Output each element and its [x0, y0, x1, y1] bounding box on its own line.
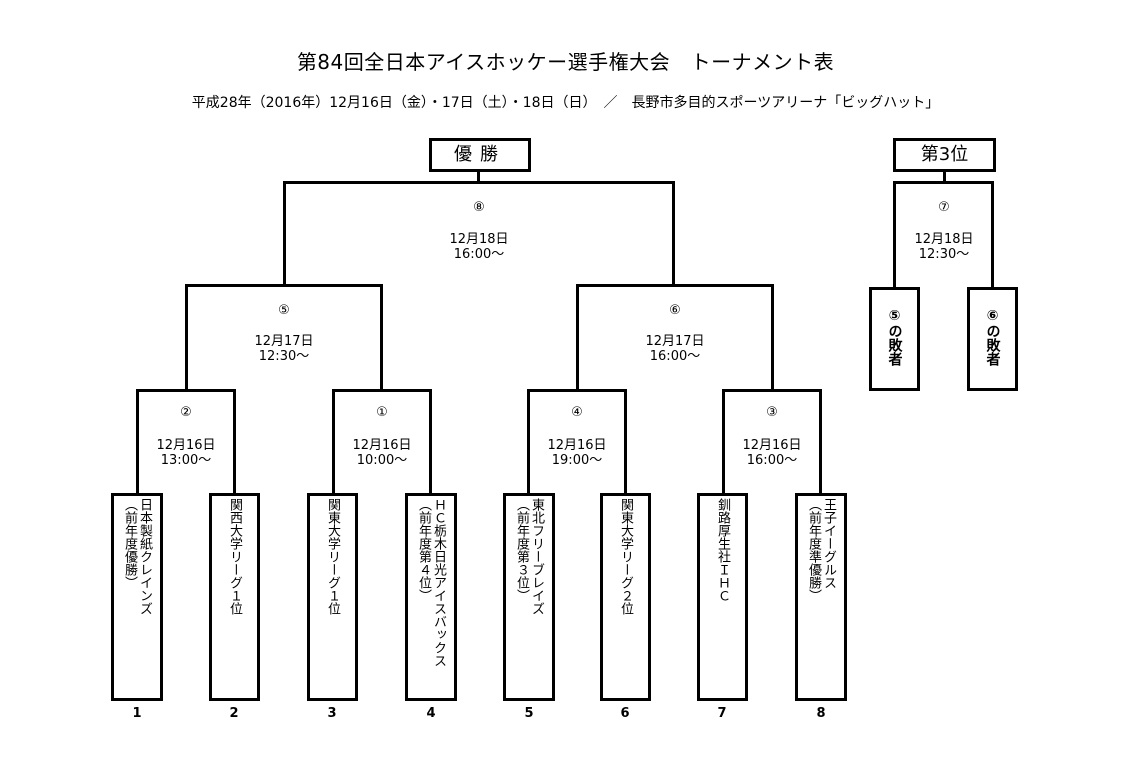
seed-number: 3 — [327, 706, 337, 721]
game-number: ② — [180, 405, 192, 420]
seed-number: 7 — [717, 706, 727, 721]
team-note: （前年度優勝） — [122, 498, 137, 589]
seed-number: 1 — [132, 706, 142, 721]
game-number: ④ — [571, 405, 583, 420]
game-date: 12月16日 — [352, 438, 412, 453]
game-date: 12月18日 — [914, 232, 974, 247]
game-time: 12:30～ — [918, 247, 970, 262]
game-time: 10:00～ — [356, 453, 408, 468]
game1-left-drop — [332, 389, 335, 493]
semi5-left-drop — [185, 284, 188, 392]
seed-number: 2 — [229, 706, 239, 721]
team-name: ＨＣ栃木日光アイスバックス — [431, 498, 446, 667]
game-time: 16:00～ — [746, 453, 798, 468]
team-box-8: 王子イーグルス （前年度準優勝） — [795, 493, 847, 701]
game1-horizontal — [332, 389, 432, 392]
game-time: 16:00～ — [453, 247, 505, 262]
page-subtitle: 平成28年（2016年）12月16日（金）・17日（土）・18日（日） ／ 長野… — [191, 95, 940, 111]
team-name: 関東大学リーグ１位 — [325, 498, 340, 615]
loser-label: ⑥の敗者 — [984, 308, 1001, 366]
team-box-5: 東北フリーブレイズ （前年度第３位） — [503, 493, 555, 701]
game-number: ① — [376, 405, 388, 420]
game-time: 16:00～ — [649, 349, 701, 364]
seed-number: 6 — [620, 706, 630, 721]
team-box-1: 日本製紙クレインズ （前年度優勝） — [111, 493, 163, 701]
team-name: 東北フリーブレイズ — [529, 498, 544, 615]
third-connector — [943, 166, 946, 184]
final-left-drop — [283, 181, 286, 287]
semi6-horizontal — [576, 284, 774, 287]
game-date: 12月18日 — [449, 232, 509, 247]
team-box-6: 関東大学リーグ２位 — [600, 493, 651, 701]
semi6-left-drop — [576, 284, 579, 392]
semi5-horizontal — [185, 284, 383, 287]
game-number: ⑥ — [669, 303, 681, 318]
seed-number: 4 — [426, 706, 436, 721]
game-date: 12月16日 — [156, 438, 216, 453]
loser-box-semi6: ⑥の敗者 — [967, 287, 1018, 391]
team-box-3: 関東大学リーグ１位 — [307, 493, 358, 701]
game-time: 13:00～ — [160, 453, 212, 468]
game-time: 19:00～ — [551, 453, 603, 468]
final-right-drop — [672, 181, 675, 287]
game-date: 12月16日 — [547, 438, 607, 453]
loser-box-semi5: ⑤の敗者 — [869, 287, 920, 391]
team-note: （前年度第４位） — [416, 498, 431, 602]
team-note: （前年度準優勝） — [806, 498, 821, 602]
team-box-2: 関西大学リーグ１位 — [209, 493, 260, 701]
champion-box: 優勝 — [429, 138, 531, 172]
team-name: 関西大学リーグ１位 — [227, 498, 242, 615]
game-number: ⑤ — [278, 303, 290, 318]
game-date: 12月17日 — [254, 334, 314, 349]
game2-left-drop — [136, 389, 139, 493]
game4-horizontal — [527, 389, 627, 392]
game1-right-drop — [429, 389, 432, 493]
game-time: 12:30～ — [258, 349, 310, 364]
team-name: 関東大学リーグ２位 — [618, 498, 633, 615]
team-name: 王子イーグルス — [821, 498, 836, 589]
third-right-drop — [991, 181, 994, 287]
third-left-drop — [893, 181, 896, 287]
third-horizontal — [893, 181, 994, 184]
game2-right-drop — [233, 389, 236, 493]
game-date: 12月17日 — [645, 334, 705, 349]
game-number: ⑧ — [473, 200, 485, 215]
team-note: （前年度第３位） — [514, 498, 529, 602]
game-number: ③ — [766, 405, 778, 420]
game4-left-drop — [527, 389, 530, 493]
game3-right-drop — [819, 389, 822, 493]
game4-right-drop — [624, 389, 627, 493]
team-box-7: 釧路厚生社ＩＨＣ — [697, 493, 748, 701]
third-place-box: 第3位 — [893, 138, 996, 172]
game3-left-drop — [722, 389, 725, 493]
page-title: 第84回全日本アイスホッケー選手権大会 トーナメント表 — [296, 50, 835, 74]
semi6-right-drop — [771, 284, 774, 392]
final-horizontal — [283, 181, 675, 184]
game-number: ⑦ — [938, 200, 950, 215]
final-connector — [477, 166, 480, 184]
team-name: 日本製紙クレインズ — [137, 498, 152, 615]
game3-horizontal — [722, 389, 822, 392]
game2-horizontal — [136, 389, 236, 392]
game-date: 12月16日 — [742, 438, 802, 453]
seed-number: 5 — [524, 706, 534, 721]
team-name: 釧路厚生社ＩＨＣ — [715, 498, 730, 602]
semi5-right-drop — [380, 284, 383, 392]
team-box-4: ＨＣ栃木日光アイスバックス （前年度第４位） — [405, 493, 457, 701]
loser-label: ⑤の敗者 — [886, 308, 903, 366]
seed-number: 8 — [816, 706, 826, 721]
